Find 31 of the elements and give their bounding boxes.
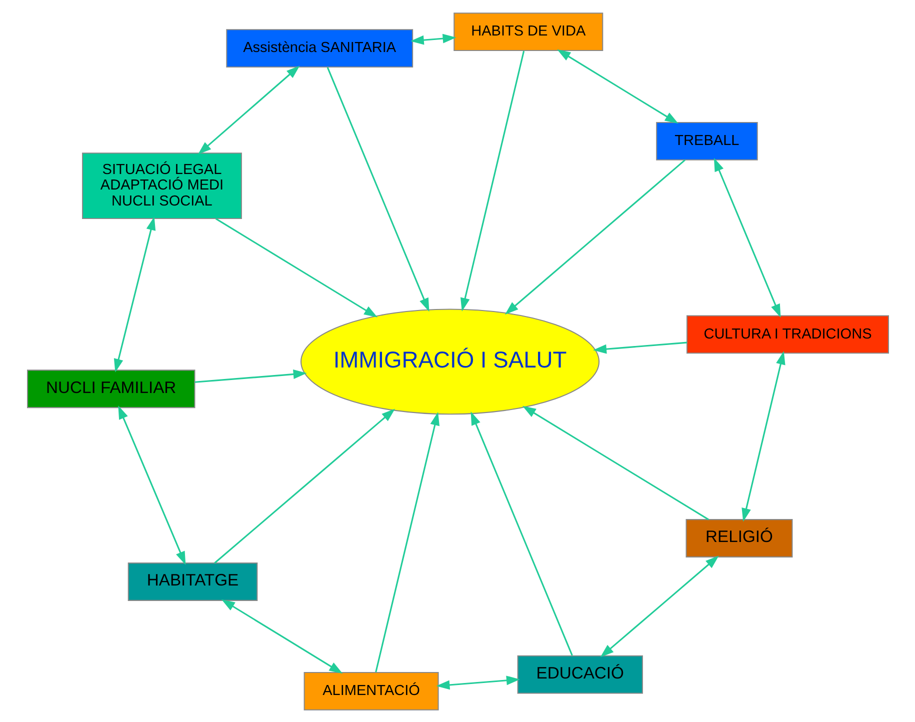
node-box: ALIMENTACIÓ <box>303 671 438 710</box>
arrow <box>220 598 342 674</box>
arrow <box>741 350 785 522</box>
node-box: Assistència SANITARIA <box>226 28 413 67</box>
arrow <box>113 216 156 372</box>
arrow <box>600 555 718 657</box>
arrow <box>556 48 678 124</box>
arrow <box>214 408 395 564</box>
arrow <box>410 33 456 44</box>
node-box: HABITATGE <box>127 562 258 600</box>
node-box: RELIGIÓ <box>685 518 792 557</box>
arrow <box>460 50 524 311</box>
arrow <box>194 369 306 382</box>
arrow <box>592 341 686 354</box>
arrow <box>470 411 572 656</box>
node-box: NUCLI FAMILIAR <box>26 369 195 408</box>
node-box: SITUACIÓ LEGAL ADAPTACIÓ MEDI NUCLI SOCIAL <box>82 152 242 219</box>
arrow <box>504 158 686 314</box>
node-ellipse: IMMIGRACIÓ I SALUT <box>300 308 600 414</box>
node-box: CULTURA I TRADICIONS <box>686 314 888 354</box>
node-box: TREBALL <box>656 121 758 160</box>
node-box: HABITS DE VIDA <box>453 12 603 51</box>
node-box: EDUCACIÓ <box>516 654 642 694</box>
arrow <box>118 405 186 564</box>
arrow <box>374 411 439 672</box>
arrow <box>522 405 708 520</box>
arrow <box>713 157 780 318</box>
arrow <box>436 675 520 690</box>
arrow <box>326 66 429 312</box>
arrow <box>214 218 378 317</box>
arrow <box>197 65 300 154</box>
